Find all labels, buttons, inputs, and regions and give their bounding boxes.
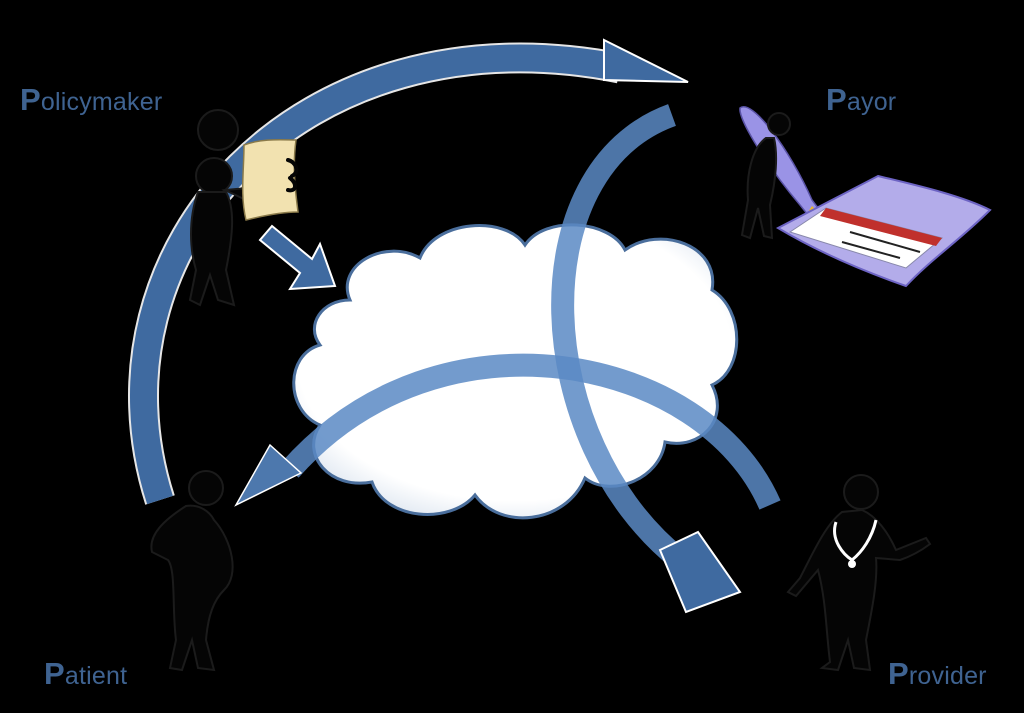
label-payor: Payor xyxy=(826,82,896,118)
label-payor-rest: ayor xyxy=(847,88,896,116)
label-provider-rest: rovider xyxy=(909,662,987,690)
label-patient-rest: atient xyxy=(65,662,127,690)
person-holding-scroll-icon xyxy=(190,110,248,305)
policymaker-to-cloud-arrow xyxy=(260,226,335,289)
label-policymaker-initial: P xyxy=(20,82,41,117)
doctor-with-stethoscope-icon xyxy=(788,475,930,670)
checkbook-icon xyxy=(778,176,990,286)
label-policymaker-rest: olicymaker xyxy=(41,88,162,116)
label-provider-initial: P xyxy=(888,656,909,691)
label-payor-initial: P xyxy=(826,82,847,117)
label-policymaker: Policymaker xyxy=(20,82,162,118)
label-patient: Patient xyxy=(44,656,127,692)
label-provider: Provider xyxy=(888,656,987,692)
label-patient-initial: P xyxy=(44,656,65,691)
scroll-icon xyxy=(243,140,298,220)
pregnant-person-icon xyxy=(151,471,232,670)
